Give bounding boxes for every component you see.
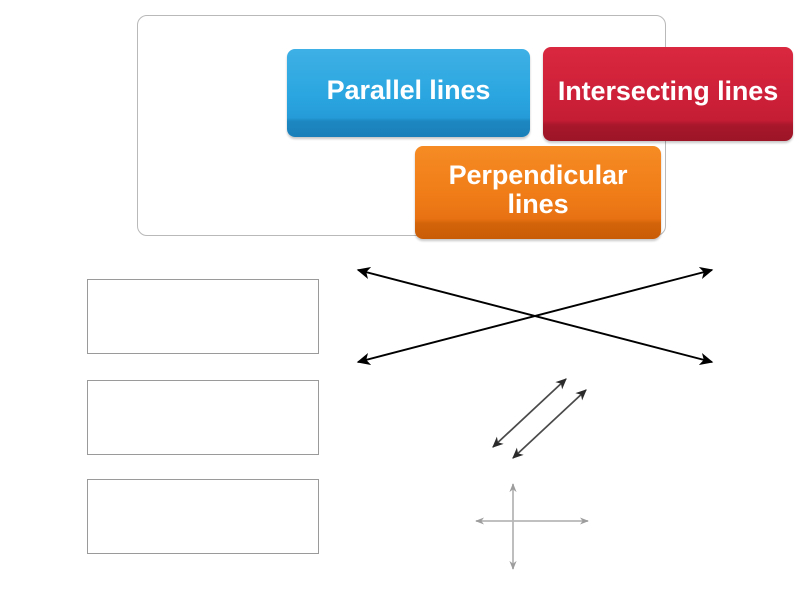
intersecting-lines-figure [356, 266, 714, 366]
tile-perpendicular-label: Perpendicular lines [448, 159, 628, 219]
parallel-line-b [512, 389, 587, 459]
intersecting-line-b [356, 266, 714, 366]
answer-bank-panel: Parallel lines Intersecting lines Perpen… [137, 15, 793, 239]
tile-parallel-lines[interactable]: Parallel lines [287, 49, 530, 137]
perpendicular-lines-figure [475, 483, 589, 570]
parallel-lines-figure [492, 378, 587, 459]
parallel-line-a [492, 378, 567, 448]
drop-zone-3[interactable] [87, 479, 319, 554]
tile-perpendicular-lines[interactable]: Perpendicular lines [415, 146, 661, 239]
tile-intersecting-label: Intersecting lines [557, 75, 779, 106]
drop-zone-2[interactable] [87, 380, 319, 455]
tile-intersecting-lines[interactable]: Intersecting lines [543, 47, 793, 141]
tile-parallel-label: Parallel lines [326, 74, 491, 105]
drop-zone-1[interactable] [87, 279, 319, 354]
